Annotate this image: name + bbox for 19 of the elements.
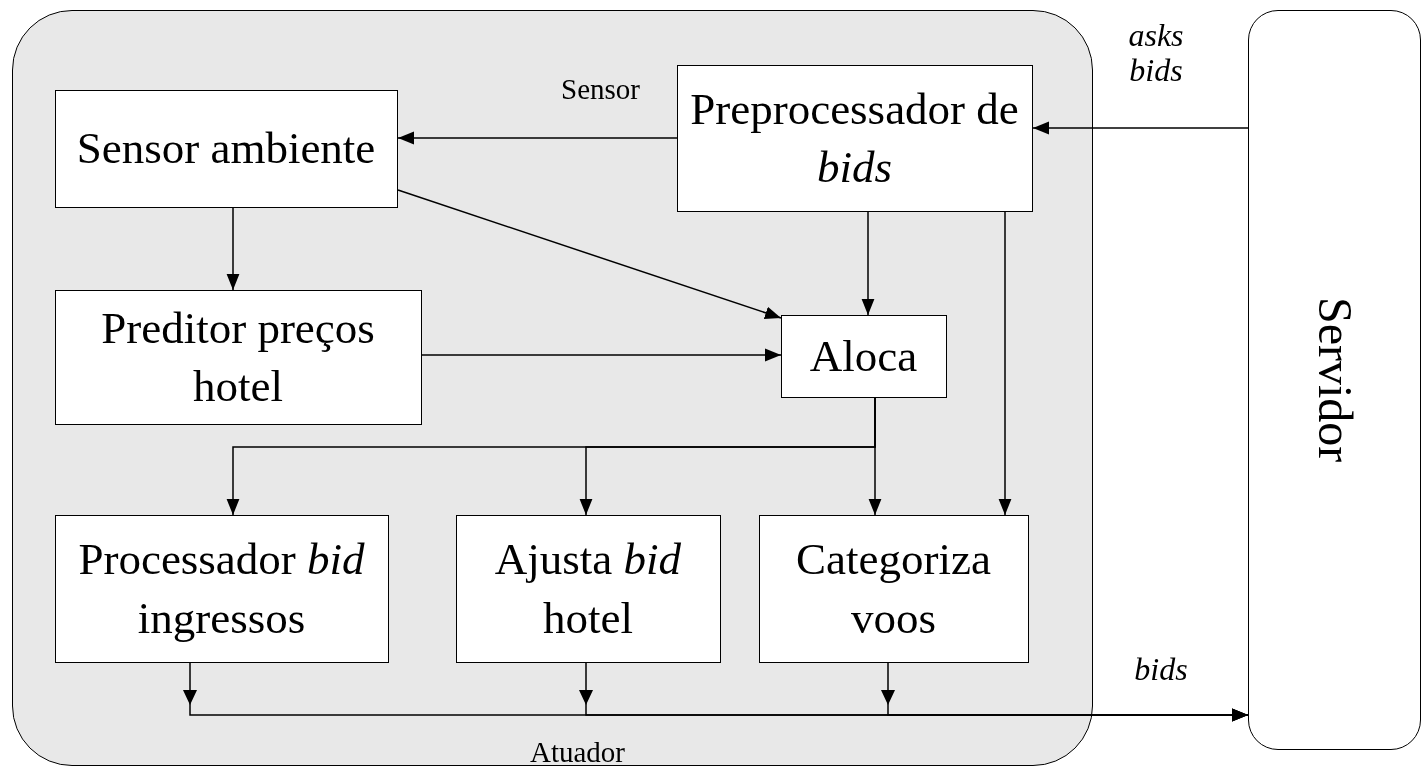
node-label: Categoriza voos <box>795 533 992 645</box>
node-label: Processador bid ingressos <box>77 533 366 645</box>
process-box <box>676 64 1033 212</box>
node-label: Ajusta bid hotel <box>493 533 683 645</box>
section-label: Sensor <box>561 73 640 106</box>
node-label: Preditor preços hotel <box>100 301 376 413</box>
process-box <box>455 514 721 663</box>
server-box <box>1248 10 1421 750</box>
process-box <box>54 289 422 425</box>
node-label: Preprocessador de bids <box>689 82 1020 194</box>
node-label: Servidor <box>1307 297 1363 463</box>
node-label: Aloca <box>809 329 918 383</box>
node-label: Sensor ambiente <box>76 122 376 176</box>
section-label: Atuador <box>530 736 626 769</box>
process-box <box>54 89 398 208</box>
process-box <box>758 514 1029 663</box>
process-box <box>780 314 947 398</box>
process-box <box>54 514 389 663</box>
agent-panel <box>12 10 1093 766</box>
